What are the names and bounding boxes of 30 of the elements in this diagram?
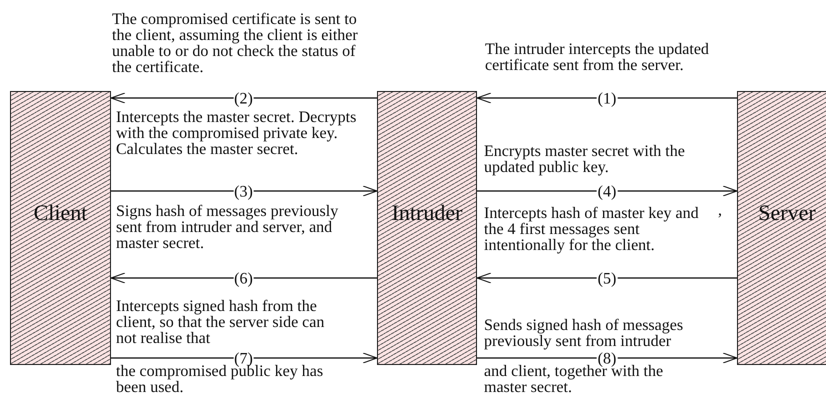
- note-text: Signs hash of messages previously sent from intruder and server, and master secret.: [116, 204, 340, 252]
- arrow: [477, 186, 738, 196]
- edge-label: (2): [233, 92, 254, 106]
- edge-label: (6): [233, 272, 254, 286]
- edge-label: (8): [596, 352, 618, 366]
- edge-label: (4): [596, 184, 618, 200]
- arrow: [111, 186, 378, 196]
- arrow: [110, 272, 377, 284]
- arrow: [110, 92, 377, 104]
- note-text: Intercepts signed hash from the client, so that the server side can not realise that: [116, 299, 326, 347]
- note-text: Intercepts hash of master key and the 4 first messages sent intentionally for the client.: [484, 206, 700, 254]
- note-text: Encrypts master secret with the updated public key.: [484, 144, 686, 176]
- edge-label: (3): [233, 184, 254, 200]
- edge-label: (7): [233, 352, 254, 366]
- note-text: Intercepts the master secret. Decrypts with the compromised private key. Calculates the master secret.: [116, 110, 358, 158]
- entity-box: [10, 91, 111, 365]
- note-text: the compromised public key has been used.: [116, 364, 324, 396]
- note-text: ,: [718, 203, 723, 219]
- entity-box: [737, 91, 826, 365]
- edge-label: (5): [596, 272, 618, 286]
- note-text: and client, together with the master secret.: [484, 364, 664, 396]
- entity-box: [377, 91, 477, 365]
- arrow: [476, 272, 737, 284]
- arrow: [476, 92, 737, 104]
- arrow: [111, 352, 378, 364]
- edge-label: (1): [596, 92, 618, 106]
- note-text: The compromised certificate is sent to the client, assuming the client is either unable to or do not check the status of the certificate.: [112, 12, 359, 76]
- arrow: [477, 352, 738, 364]
- note-text: The intruder intercepts the updated certificate sent from the server.: [485, 42, 710, 74]
- note-text: Sends signed hash of messages previously sent from intruder: [484, 318, 684, 350]
